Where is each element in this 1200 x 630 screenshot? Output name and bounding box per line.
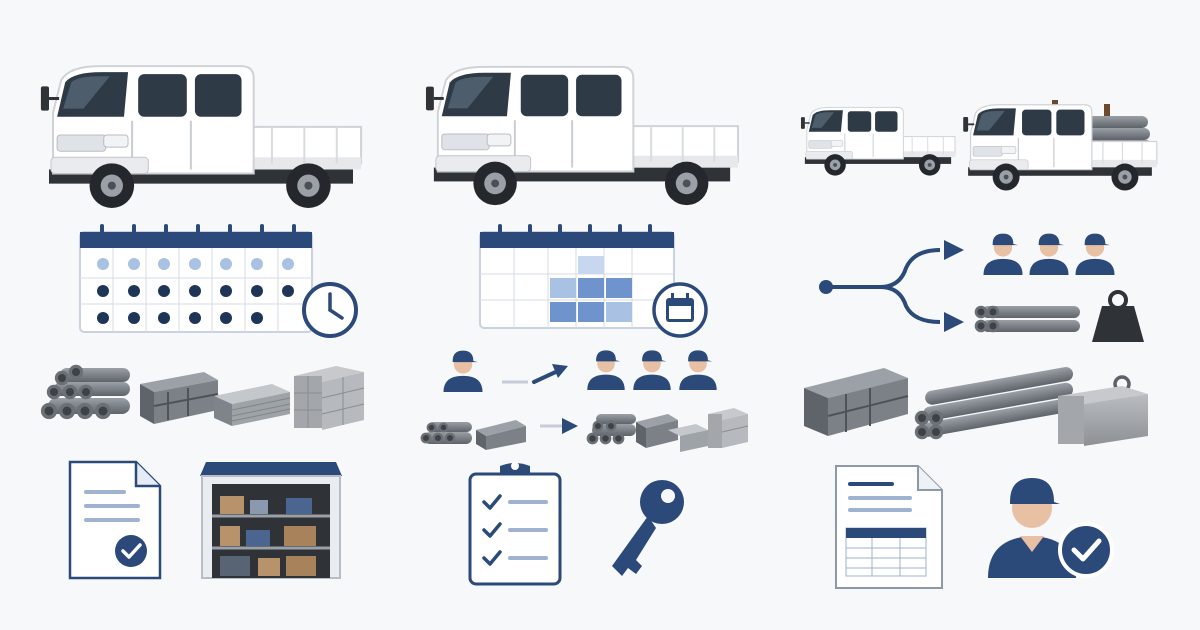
spreadsheet-document-icon [835, 465, 943, 589]
monthly-calendar-icon [79, 224, 313, 333]
weight-icon [1092, 290, 1144, 342]
warehouse-storage-icon [200, 462, 342, 579]
truck-icon [39, 64, 363, 210]
column-3 [800, 100, 1158, 589]
worker-group-icon [983, 233, 1115, 275]
steel-beams-icon [804, 368, 909, 436]
small-materials-icon [420, 418, 578, 450]
arrow-right-icon [502, 364, 568, 384]
split-arrow-icon [819, 240, 964, 332]
pipes-icon [974, 305, 1080, 333]
worker-icon [443, 350, 483, 392]
steel-plates-icon [214, 384, 291, 426]
concrete-blocks-icon [294, 366, 365, 430]
materials-group-icon [586, 408, 749, 452]
steel-beams-icon [140, 372, 219, 424]
truck-icon [424, 65, 740, 207]
calendar-badge-icon [652, 282, 708, 338]
worker-group-icon [587, 350, 717, 390]
key-icon [612, 480, 684, 576]
checklist-clipboard-icon [468, 462, 562, 586]
two-trucks-icon [800, 100, 1158, 192]
long-pipes-icon [914, 367, 1074, 440]
clock-icon [302, 282, 358, 338]
steel-pipes-icon [40, 364, 130, 420]
column-1 [39, 64, 365, 580]
weekly-calendar-icon [479, 224, 675, 329]
concrete-weight-block-icon [1058, 375, 1148, 446]
verified-worker-icon [988, 478, 1114, 578]
column-2 [420, 65, 749, 586]
document-check-icon [68, 460, 162, 580]
